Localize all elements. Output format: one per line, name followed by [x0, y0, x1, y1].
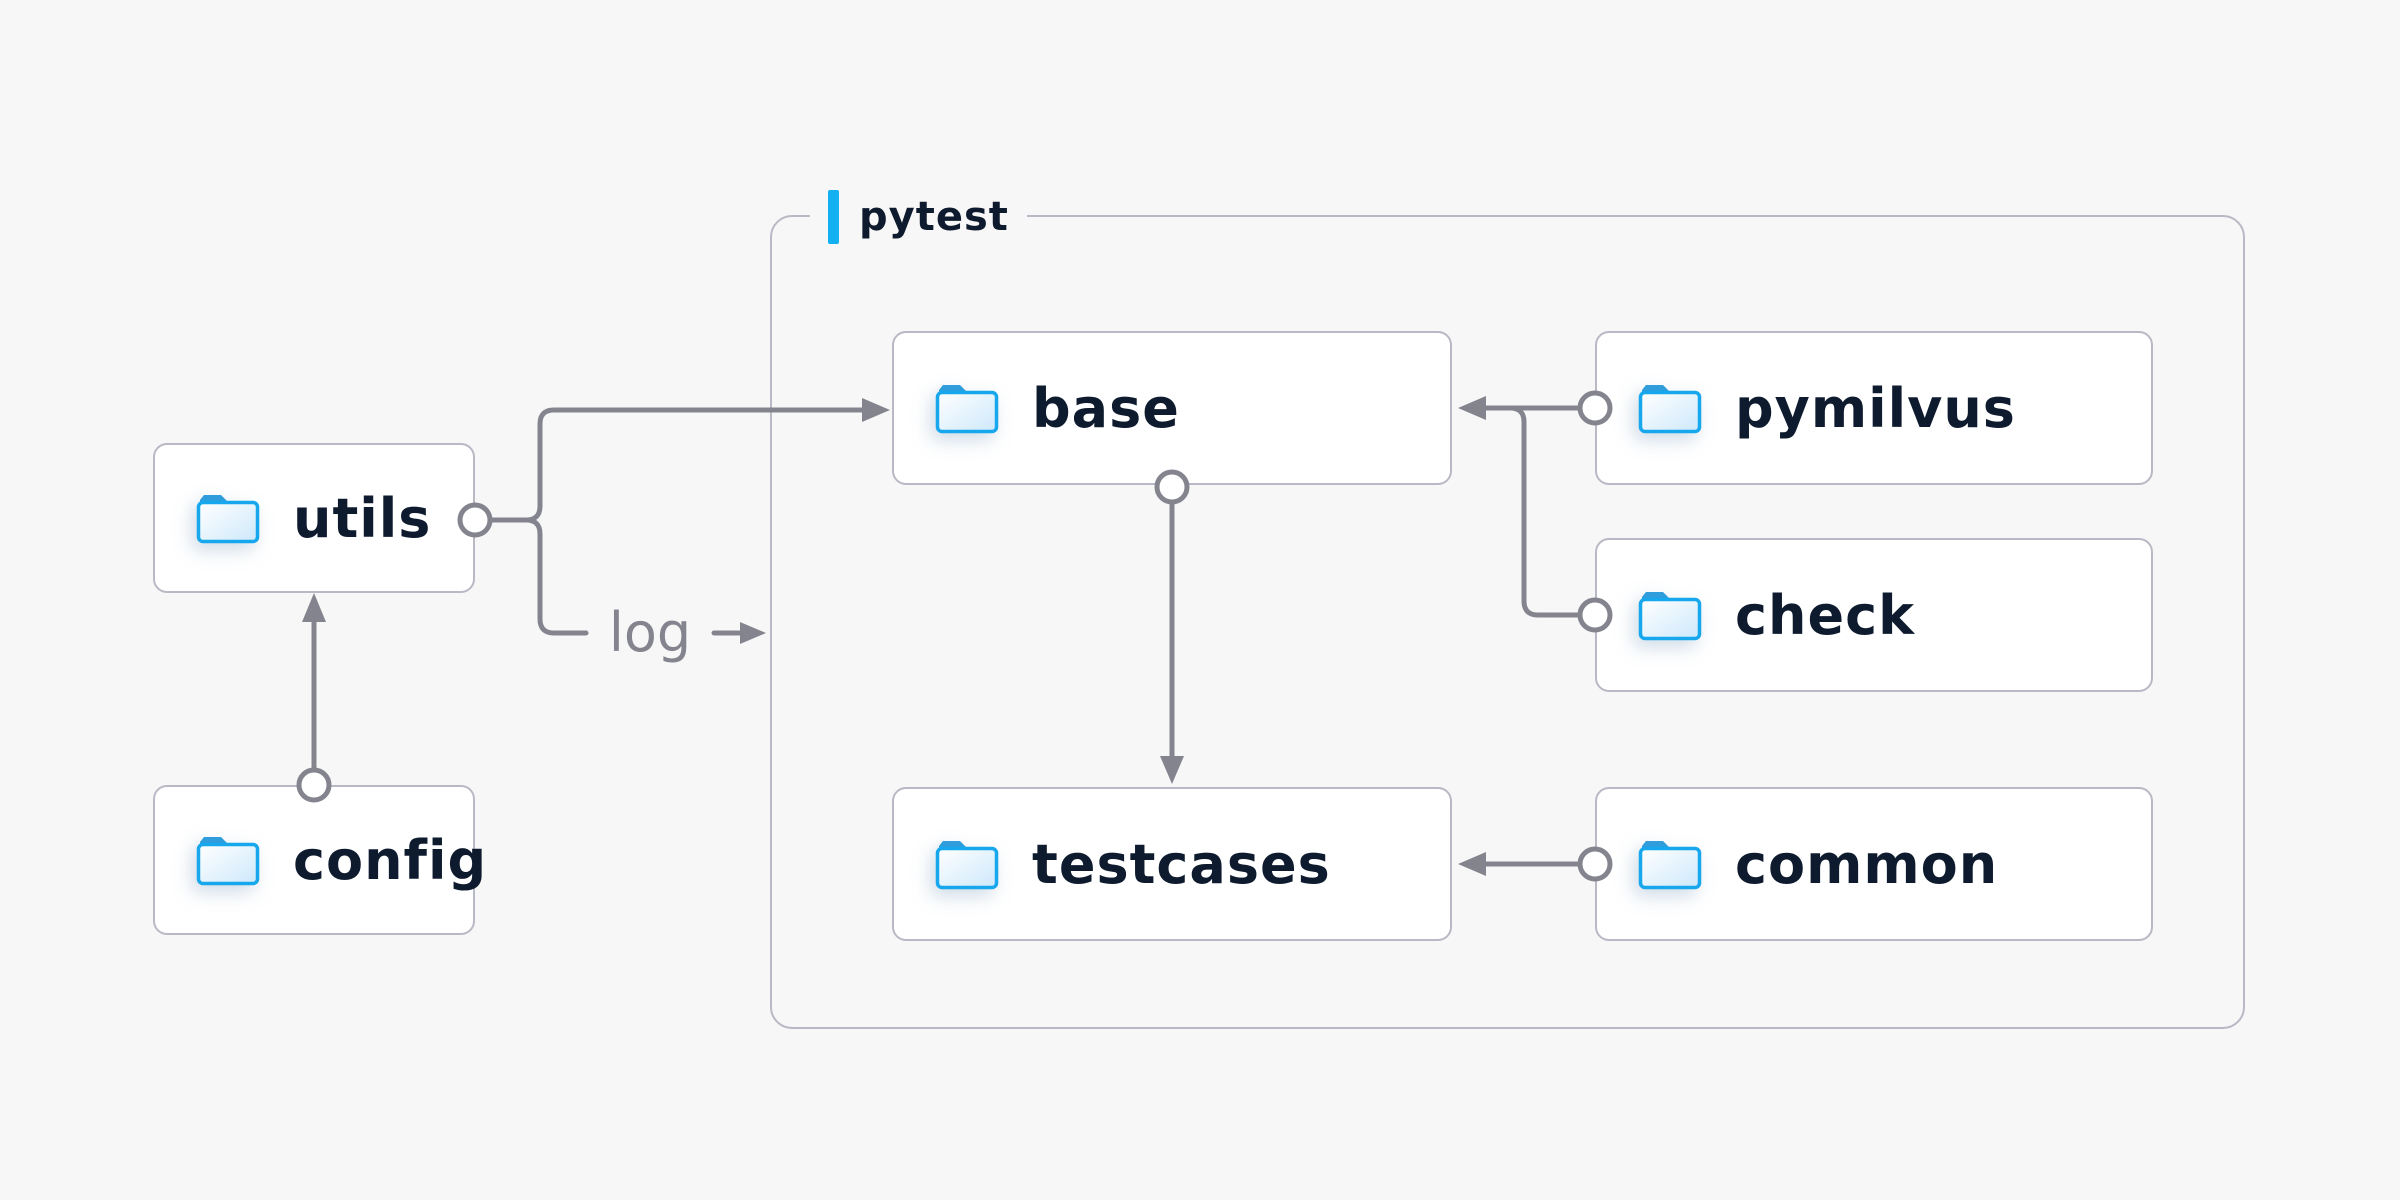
node-testcases: testcases	[892, 787, 1452, 941]
pytest-group-container	[770, 215, 2245, 1029]
group-title: pytest	[859, 194, 1009, 240]
folder-icon	[935, 385, 999, 434]
folder-icon	[196, 495, 260, 544]
node-config: config	[153, 785, 486, 935]
arrowhead-up-utils	[302, 593, 326, 622]
folder-icon	[196, 837, 260, 886]
pytest-group-label: pytest	[810, 186, 1027, 248]
node-label: check	[1735, 583, 1915, 647]
node-pymilvus: pymilvus	[1595, 331, 2153, 485]
node-label: config	[293, 828, 488, 892]
node-label: testcases	[1032, 832, 1331, 896]
edge-label-log: log	[608, 601, 692, 664]
node-base: base	[892, 331, 1452, 485]
node-utils: utils	[153, 443, 475, 593]
node-label: utils	[293, 486, 432, 550]
node-check: check	[1595, 538, 2153, 692]
node-label: common	[1735, 832, 1999, 896]
folder-icon	[1638, 385, 1702, 434]
node-label: pymilvus	[1735, 376, 2016, 440]
arrowhead-right-group	[740, 622, 766, 644]
edge-utils-log	[523, 517, 589, 636]
node-label: base	[1032, 376, 1180, 440]
folder-icon	[1638, 841, 1702, 890]
node-common: common	[1595, 787, 2153, 941]
accent-bar	[828, 190, 839, 244]
folder-icon	[935, 841, 999, 890]
folder-icon	[1638, 592, 1702, 641]
